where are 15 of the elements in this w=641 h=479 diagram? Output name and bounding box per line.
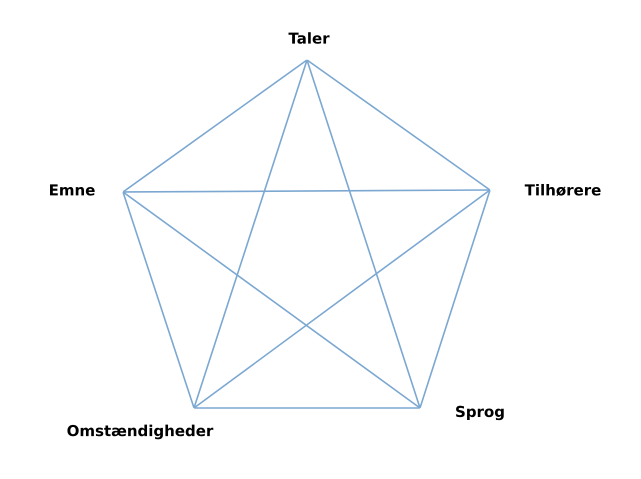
line — [194, 407, 420, 409]
vertex-label: Tilhørere — [524, 184, 601, 196]
line — [122, 192, 420, 408]
vertex-label: Omstændigheder — [67, 424, 214, 440]
line — [123, 189, 490, 193]
line — [193, 60, 308, 408]
vertex-label: Emne — [50, 184, 95, 196]
line — [306, 60, 421, 408]
vertex-label: Sprog — [456, 406, 504, 420]
line — [122, 60, 308, 192]
line — [419, 190, 491, 408]
line — [194, 190, 490, 408]
vertex-label: Taler — [288, 32, 330, 44]
line — [122, 192, 195, 408]
line — [306, 59, 490, 190]
